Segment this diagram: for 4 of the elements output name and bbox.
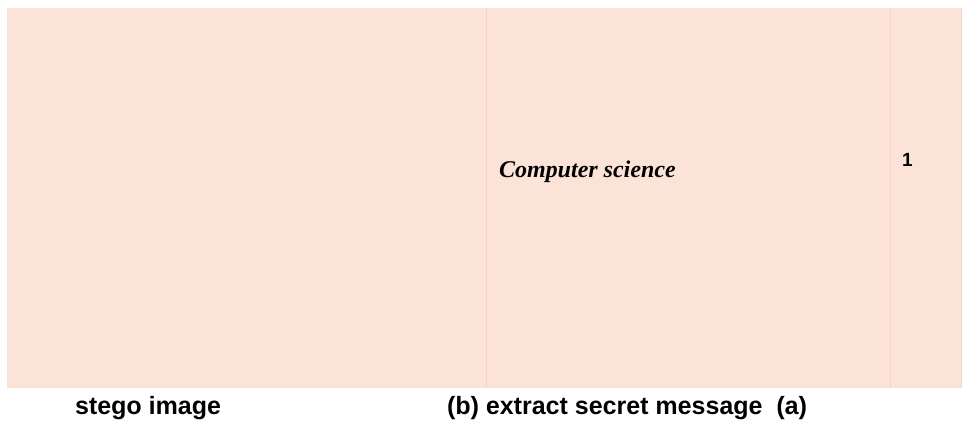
caption-text: (b) extract secret message (a) [447, 392, 807, 421]
cell-text: Computer science [499, 157, 676, 184]
caption-text: stego image [75, 392, 221, 421]
cell-text: 1 [902, 150, 913, 172]
